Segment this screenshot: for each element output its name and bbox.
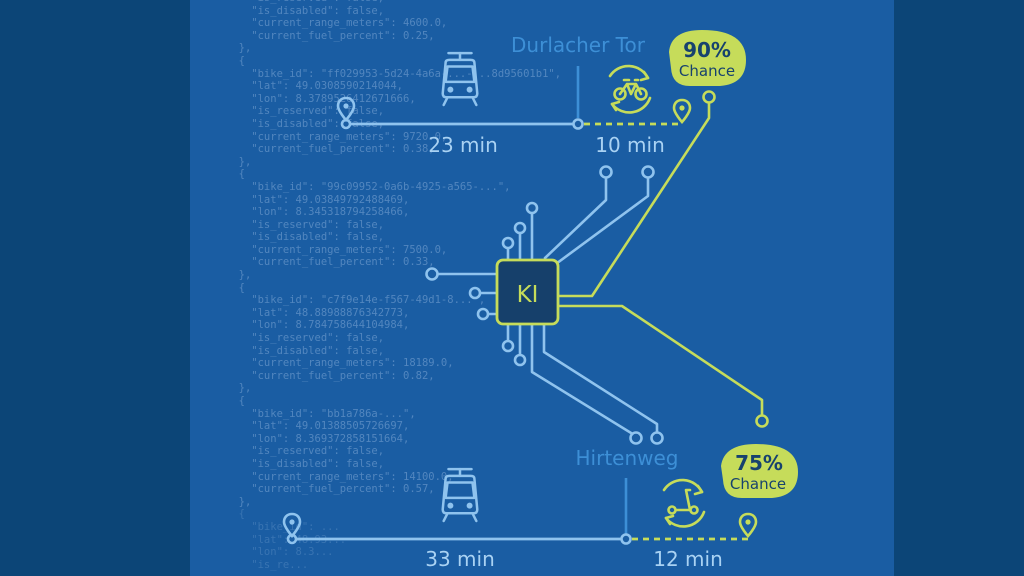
left-margin: [0, 0, 190, 576]
code-line: },: [226, 382, 252, 395]
chance-word-top: Chance: [679, 62, 735, 80]
bike-sharing-icon: [608, 64, 652, 114]
code-line: "bike_id": "bb1a786a-...",: [226, 407, 416, 420]
code-line: {: [226, 281, 245, 294]
code-line: "bike_id": "c7f9e14e-f567-49d1-8...",: [226, 294, 486, 307]
scooter-sharing-icon: [662, 478, 706, 528]
code-line: "current_range_meters": 9720.0,: [226, 130, 448, 143]
code-line: "current_range_meters": 4600.0,: [226, 17, 448, 30]
transit-time-top: 23 min: [428, 133, 498, 157]
transit-time-bottom: 33 min: [425, 547, 495, 571]
code-line: },: [226, 155, 252, 168]
code-line: "is_disabled": false,: [226, 344, 385, 357]
json-code-background: "is_reserved": false, "is_disabled": fal…: [226, 0, 566, 576]
chance-word-bottom: Chance: [730, 475, 786, 493]
code-line: {: [226, 168, 245, 181]
last-mile-time-bottom: 12 min: [653, 547, 723, 571]
code-line: {: [226, 395, 245, 407]
code-line: "is_reserved": false,: [226, 445, 385, 458]
route-top: Durlacher Tor 23 min 10 min: [336, 30, 746, 157]
chance-bubble-bottom: 75% Chance: [721, 444, 798, 498]
chance-value-bottom: 75%: [735, 451, 783, 475]
code-line: "lat": 49.0308590214044,: [226, 80, 404, 93]
code-line: {: [226, 54, 245, 67]
circuit-trace-ends: [425, 90, 769, 445]
station-name-top: Durlacher Tor: [511, 33, 646, 57]
ai-chip-label: KI: [517, 282, 539, 308]
route-bottom: Hirtenweg 33 min 12 min: [282, 444, 798, 571]
code-line: "is_reserved": false,: [226, 218, 385, 231]
code-line: "bike_id": "99c09952-0a6b-4925-a565-..."…: [226, 180, 511, 193]
origin-pin-icon: [336, 96, 356, 122]
code-line: "current_range_meters": 18189.0,: [226, 357, 454, 370]
destination-pin-icon: [738, 512, 758, 538]
code-line: "current_range_meters": 7500.0,: [226, 243, 448, 256]
code-line: "bike_id": "ff029953-5d24-4a6a-...-...8d…: [226, 67, 562, 80]
code-line: "is_re...: [226, 558, 309, 571]
destination-pin-icon: [672, 98, 692, 124]
code-line: },: [226, 42, 252, 55]
code-line: "lon": 8.784758644104984,: [226, 319, 410, 332]
code-line: },: [226, 495, 252, 508]
code-line: "is_disabled": false,: [226, 457, 385, 470]
code-line: "lat": 49.01388505726697,: [226, 420, 410, 433]
code-line: "current_fuel_percent": 0.33,: [226, 256, 435, 269]
code-line: "is_reserved": false,: [226, 0, 566, 5]
code-line: "is_disabled": false,: [226, 231, 385, 244]
code-line: "lon": 8.3789526412671666,: [226, 92, 416, 105]
code-line: "lon": 8.345318794258466,: [226, 206, 410, 219]
tram-icon: [441, 51, 479, 107]
code-line: "is_reserved": false,: [226, 105, 385, 118]
code-line: "lon": 8.369372858151664,: [226, 432, 410, 445]
code-line: "current_fuel_percent": 0.82,: [226, 369, 435, 382]
code-line: "lat": 48.88988876342773,: [226, 306, 410, 319]
station-name-bottom: Hirtenweg: [576, 446, 679, 470]
code-line: "current_fuel_percent": 0.25,: [226, 29, 435, 42]
right-margin: [894, 0, 1024, 576]
origin-pin-icon: [282, 512, 302, 538]
code-line: },: [226, 269, 252, 282]
tram-icon: [441, 467, 479, 523]
ai-chip: KI: [495, 258, 560, 326]
chance-value-top: 90%: [683, 38, 731, 62]
code-line: "lon": 8.3...: [226, 546, 334, 559]
code-line: "is_disabled": false,: [226, 4, 385, 17]
chance-bubble-top: 90% Chance: [669, 30, 746, 86]
code-line: "lat": 49.03849792488469,: [226, 193, 410, 206]
code-line: "current_fuel_percent": 0.57,: [226, 483, 435, 496]
code-line: "current_fuel_percent": 0.38,: [226, 143, 435, 156]
code-line: {: [226, 508, 245, 521]
code-line: "is_reserved": false,: [226, 332, 385, 345]
last-mile-time-top: 10 min: [595, 133, 665, 157]
code-line: "current_range_meters": 14100.0,: [226, 470, 454, 483]
